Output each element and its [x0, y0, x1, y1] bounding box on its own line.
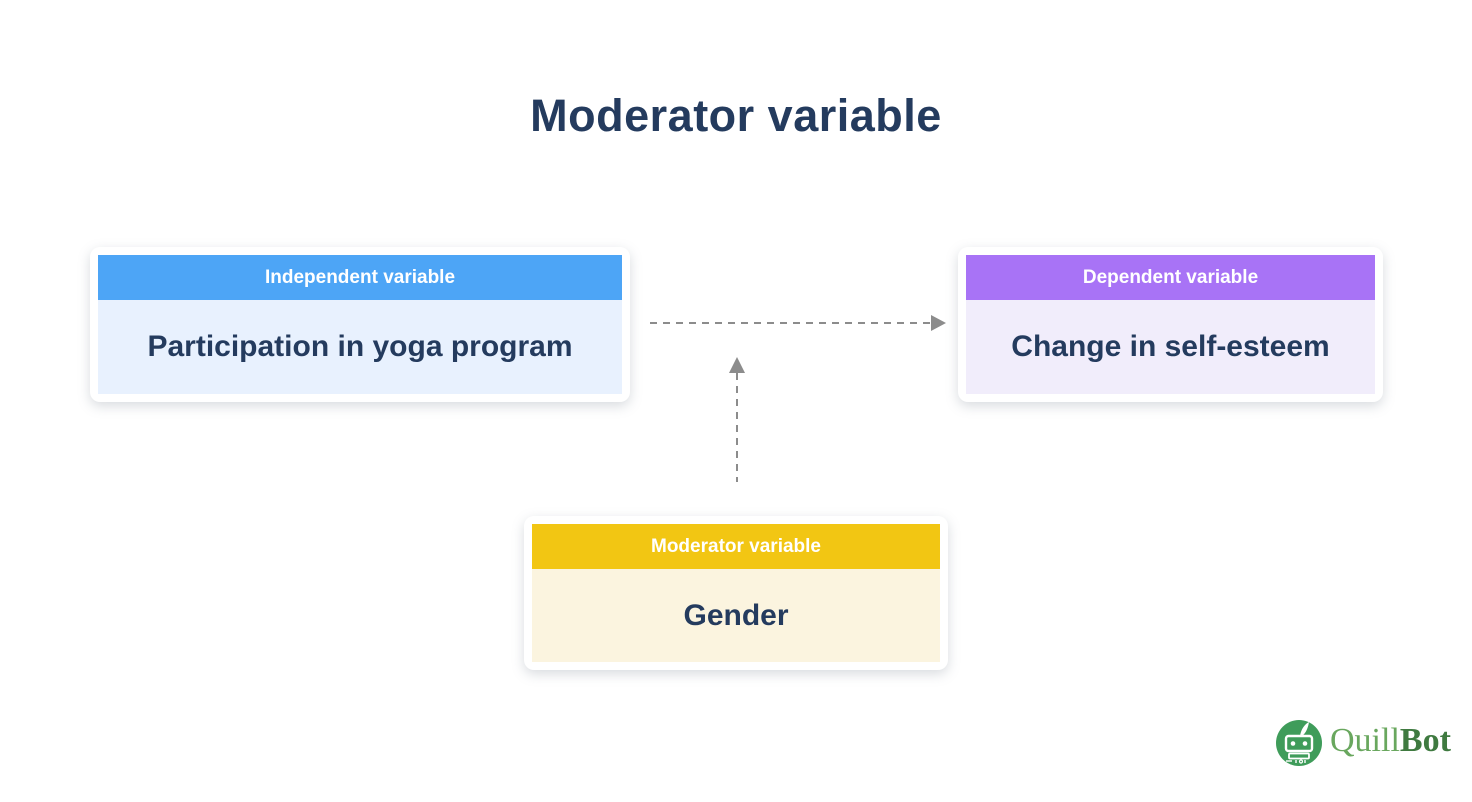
dependent-variable-value: Change in self-esteem [966, 300, 1375, 394]
moderator-variable-box: Moderator variable Gender [524, 516, 948, 670]
quillbot-wordmark: QuillBot [1330, 724, 1451, 762]
page-title: Moderator variable [530, 90, 942, 141]
independent-variable-box: Independent variable Participation in yo… [90, 247, 630, 402]
independent-variable-value: Participation in yoga program [98, 300, 622, 394]
dashed-up-arrow [729, 357, 745, 482]
dependent-variable-box: Dependent variable Change in self-esteem [958, 247, 1383, 402]
dependent-variable-header: Dependent variable [966, 255, 1375, 300]
moderator-variable-header: Moderator variable [532, 524, 940, 569]
independent-variable-header: Independent variable [98, 255, 622, 300]
quillbot-wordmark-quill: Quill [1330, 722, 1400, 759]
quillbot-wordmark-bot: Bot [1399, 722, 1451, 759]
quillbot-robot-icon [1276, 720, 1322, 766]
quillbot-logo: QuillBot [1276, 720, 1451, 766]
moderator-variable-value: Gender [532, 569, 940, 662]
dashed-right-arrow [650, 315, 946, 331]
